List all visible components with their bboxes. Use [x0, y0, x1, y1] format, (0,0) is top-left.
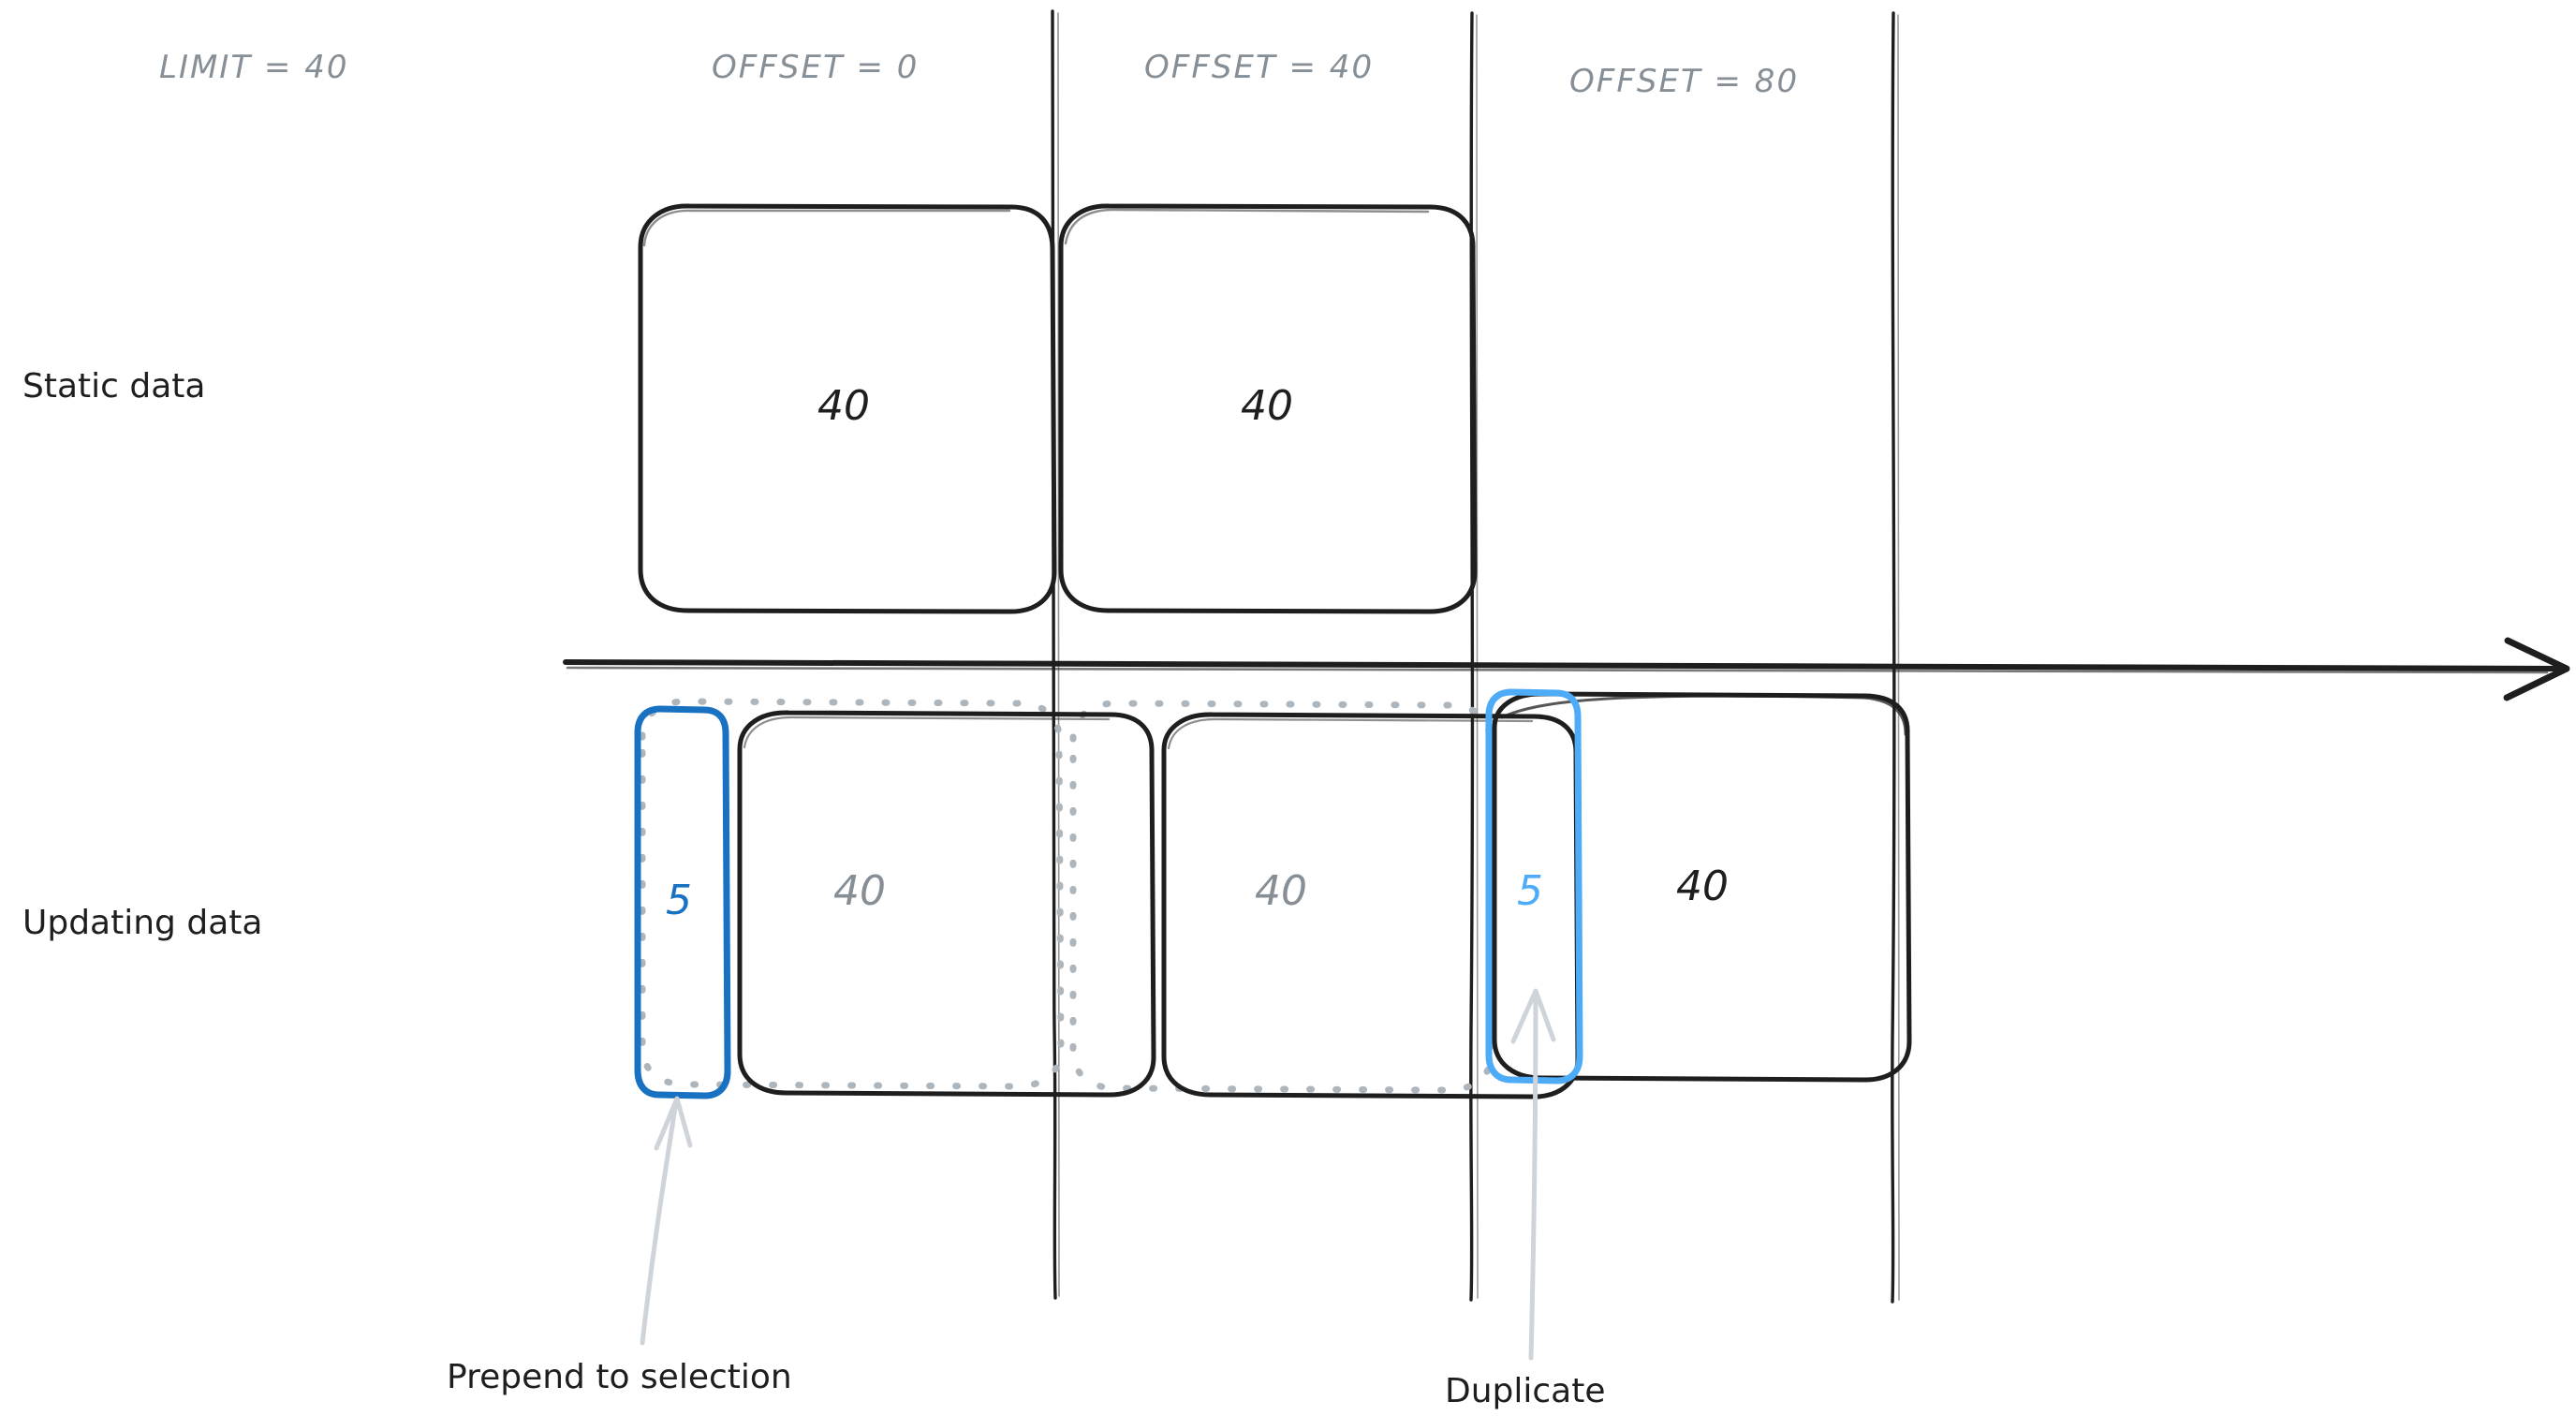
row-label-static-data: Static data: [22, 367, 206, 406]
duplicate-annotation-arrow: [1528, 992, 1538, 1361]
annotation-prepend-to-selection: Prepend to selection: [447, 1358, 792, 1396]
duplicate-capsule: [1485, 688, 1583, 1084]
prepend-annotation-arrow: [640, 1099, 679, 1346]
prepend-capsule: [634, 705, 731, 1099]
prepend-capsule-value: 5: [666, 877, 692, 924]
column-header-offset-40: OFFSET = 40: [1144, 49, 1375, 86]
column-divider-2: [1469, 11, 1475, 1302]
column-divider-2-echo: [1475, 14, 1479, 1299]
static-page-value-1: 40: [817, 382, 870, 430]
static-page-box-1-echo: [642, 209, 1011, 247]
updating-page-box-1: [737, 710, 1156, 1098]
static-page-box-2-echo: [1064, 208, 1430, 245]
blue-capsule-group: [634, 688, 1583, 1099]
limit-header-label: LIMIT = 40: [159, 49, 349, 86]
column-divider-1: [1051, 9, 1057, 1300]
updating-last-page-value: 40: [1676, 863, 1729, 910]
updating-page-box-1-echo: [743, 715, 1111, 749]
updating-row-boxes: [737, 691, 1912, 1099]
row-label-updating-data: Updating data: [22, 904, 263, 942]
duplicate-capsule-value: 5: [1517, 867, 1543, 915]
updating-page-box-2-echo: [1167, 717, 1534, 750]
timeline-axis-line-echo: [566, 666, 2549, 674]
static-page-box-2: [1058, 203, 1478, 614]
timeline-axis-line: [563, 659, 2564, 671]
ghost-page-outline-2: [1069, 700, 1495, 1094]
column-header-offset-80: OFFSET = 80: [1569, 63, 1800, 100]
ghost-outline-group: [639, 698, 1495, 1094]
ghost-page-outline-1: [639, 698, 1065, 1090]
updating-page-value-2: 40: [1255, 867, 1307, 915]
updating-page-box-3-echo: [1500, 694, 1907, 736]
column-header-offset-0: OFFSET = 0: [712, 49, 920, 86]
column-divider-3: [1891, 11, 1896, 1304]
static-page-box-1: [638, 203, 1057, 614]
column-divider-3-echo: [1896, 14, 1900, 1301]
timeline-arrowhead: [2503, 637, 2570, 701]
annotation-arrow-group: [640, 988, 1556, 1361]
duplicate-annotation-arrowhead: [1510, 988, 1556, 1044]
updating-page-value-1: 40: [833, 867, 886, 915]
annotation-duplicate: Duplicate: [1445, 1372, 1606, 1410]
static-page-value-2: 40: [1241, 382, 1293, 430]
prepend-annotation-arrowhead: [654, 1096, 693, 1151]
timeline-axis: [563, 637, 2570, 701]
static-row-boxes: [638, 203, 1478, 614]
column-divider-1-echo: [1057, 12, 1060, 1297]
